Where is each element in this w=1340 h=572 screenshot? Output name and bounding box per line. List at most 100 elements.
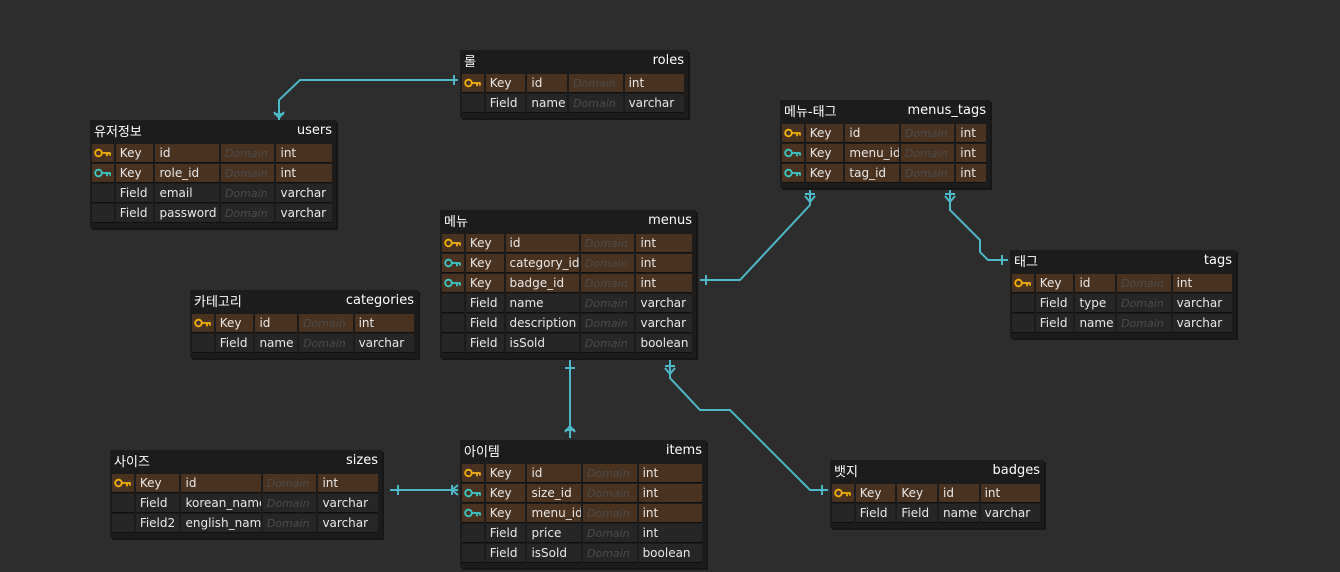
foreign-key-icon bbox=[442, 274, 464, 293]
column-domain: Domain bbox=[262, 514, 317, 533]
column-name: id bbox=[181, 474, 261, 493]
primary-key-icon bbox=[192, 314, 214, 333]
column-icon-slot bbox=[1012, 314, 1034, 333]
column-type: int bbox=[956, 124, 987, 143]
column-kind: Field2 bbox=[135, 514, 180, 533]
column-kind: Key bbox=[485, 464, 526, 483]
table-physical-name: roles bbox=[652, 52, 684, 68]
column-kind: Key bbox=[855, 484, 896, 503]
table-physical-name: items bbox=[665, 442, 702, 458]
column-domain: Domain bbox=[580, 334, 635, 353]
table-physical-name: menus_tags bbox=[907, 102, 986, 118]
column-name: Field bbox=[897, 504, 937, 523]
column-name: id bbox=[155, 144, 219, 163]
column-domain: Domain bbox=[262, 494, 317, 513]
column-kind: Field bbox=[215, 334, 254, 353]
column-name: menu_id bbox=[845, 144, 899, 163]
column-type: varchar bbox=[636, 314, 693, 333]
table-physical-name: sizes bbox=[346, 452, 378, 468]
column-type: varchar bbox=[1172, 294, 1233, 313]
table-physical-name: users bbox=[296, 122, 332, 138]
relation-menus_tags-menus[interactable] bbox=[700, 188, 811, 281]
column-domain: name bbox=[938, 504, 979, 523]
column-domain: Domain bbox=[220, 144, 275, 163]
column-type: varchar bbox=[1172, 314, 1233, 333]
column-domain: Domain bbox=[220, 164, 275, 183]
primary-key-icon bbox=[1012, 274, 1034, 293]
column-domain: Domain bbox=[569, 74, 623, 93]
column-icon-slot bbox=[442, 294, 464, 313]
column-name: isSold bbox=[505, 334, 579, 353]
column-kind: Key bbox=[805, 124, 844, 143]
column-type: int bbox=[638, 484, 703, 503]
column-domain: Domain bbox=[580, 254, 635, 273]
foreign-key-icon bbox=[782, 164, 804, 183]
relation-users-roles[interactable] bbox=[278, 79, 458, 120]
column-icon-slot bbox=[462, 94, 484, 113]
column-type: varchar bbox=[276, 184, 332, 203]
column-type: int bbox=[1172, 274, 1233, 293]
column-type: varchar bbox=[636, 294, 693, 313]
column-name: email bbox=[155, 184, 219, 203]
column-type: boolean bbox=[636, 334, 693, 353]
column-domain: Domain bbox=[1117, 314, 1171, 333]
column-kind: Key bbox=[485, 504, 526, 523]
primary-key-icon bbox=[782, 124, 804, 143]
column-kind: Key bbox=[805, 164, 844, 183]
column-name: id bbox=[527, 74, 568, 93]
column-kind: Key bbox=[465, 274, 504, 293]
column-kind: Field bbox=[485, 94, 526, 113]
column-domain: Domain bbox=[900, 124, 955, 143]
relation-menus_tags-tags[interactable] bbox=[949, 188, 1008, 261]
